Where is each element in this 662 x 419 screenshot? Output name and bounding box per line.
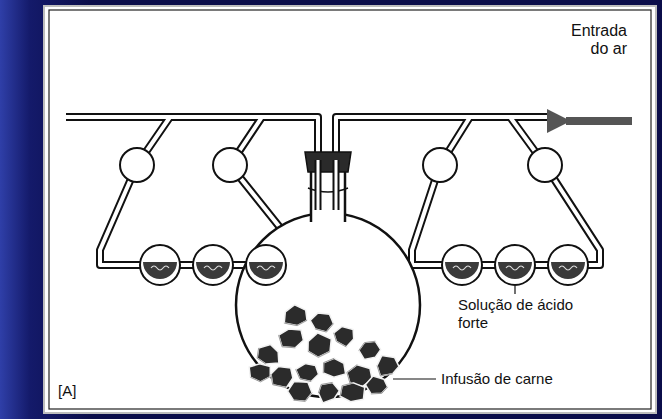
meat-highlight [257, 348, 266, 364]
liquid-texture [151, 266, 169, 270]
tube [317, 160, 320, 210]
liquid-texture [559, 266, 577, 270]
bulb [140, 245, 180, 285]
liquid-texture [204, 266, 222, 270]
acid-solution-label: Solução de ácido forte [458, 296, 598, 332]
meat-infusion-label: Infusão de carne [441, 370, 591, 388]
panel-border [49, 10, 651, 409]
meat-highlight [371, 387, 388, 394]
meat-piece [296, 364, 319, 382]
meat-piece [249, 364, 270, 382]
flask [236, 152, 420, 397]
air-inlet-label: Entrada do ar [553, 22, 627, 58]
acid-liquid [196, 262, 230, 279]
acid-liquid [551, 262, 585, 279]
acid-liquid [249, 262, 283, 279]
meat-highlight [359, 341, 375, 350]
tube [315, 160, 322, 210]
bulb [528, 148, 562, 182]
meat-highlight [323, 358, 334, 373]
bulb [213, 148, 247, 182]
bulbs [120, 148, 588, 285]
meat-highlight [315, 324, 333, 332]
meat-piece [257, 344, 279, 364]
leader-line [393, 378, 436, 379]
tube [412, 117, 600, 265]
tube [335, 160, 338, 210]
meat-piece [318, 382, 339, 402]
meat-highlight [250, 377, 270, 382]
meat-highlight [334, 333, 346, 347]
acid-liquid [498, 262, 532, 279]
meat-pieces [249, 305, 399, 403]
liquid-texture [506, 266, 524, 270]
tube [66, 117, 318, 205]
bulb [246, 245, 286, 285]
air-arrow [566, 117, 632, 125]
meat-piece [284, 305, 307, 326]
bulb [120, 148, 154, 182]
tube [412, 117, 600, 265]
acid-liquid [143, 262, 177, 279]
leader-line [514, 286, 515, 294]
meat-piece [279, 329, 304, 348]
bulb [193, 245, 233, 285]
meat-piece [310, 313, 333, 332]
acid-liquid [445, 262, 479, 279]
bulb [548, 245, 588, 285]
meat-highlight [296, 369, 311, 381]
tube [66, 117, 318, 205]
stopper [305, 152, 351, 172]
bulb [495, 245, 535, 285]
meat-highlight [284, 320, 307, 325]
meat-piece [271, 366, 293, 387]
flask-tubes [318, 160, 336, 210]
meat-piece [365, 376, 387, 394]
liquid-texture [453, 266, 471, 270]
meat-piece [340, 383, 365, 402]
meat-piece [308, 333, 331, 357]
meat-highlight [271, 374, 286, 388]
meat-piece [288, 381, 312, 401]
meat-highlight [347, 365, 357, 384]
tube [333, 160, 340, 210]
figure-letter: [A] [58, 382, 98, 400]
meat-piece [334, 326, 354, 346]
meat-piece [359, 341, 381, 359]
meat-highlight [293, 393, 312, 402]
liquid-texture [257, 266, 275, 270]
meat-highlight [318, 382, 332, 393]
meat-highlight [340, 383, 353, 396]
meat-piece [377, 356, 399, 376]
meat-highlight [377, 366, 393, 376]
bulb [442, 245, 482, 285]
meat-highlight [279, 335, 296, 348]
meat-highlight [308, 351, 330, 357]
panel [44, 6, 656, 413]
bulb [423, 148, 457, 182]
meat-piece [323, 358, 345, 377]
